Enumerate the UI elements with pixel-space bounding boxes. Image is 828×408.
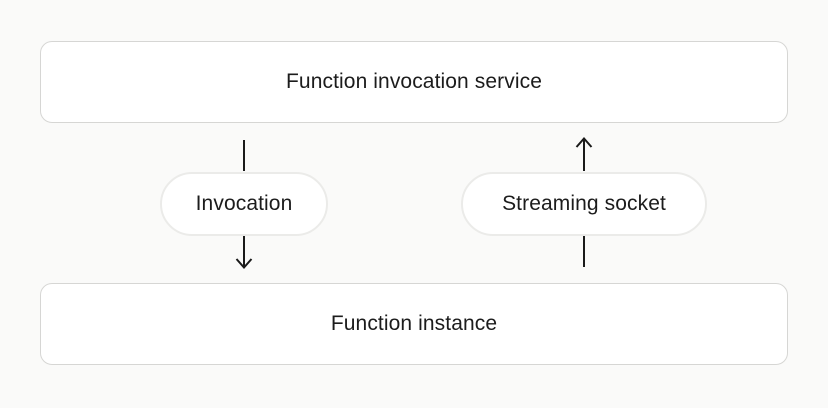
node-label: Function instance — [330, 312, 498, 335]
node-function-invocation-service: Function invocation service — [40, 41, 788, 123]
edge-label-text: Streaming socket — [502, 192, 666, 215]
node-function-instance: Function instance — [40, 283, 788, 365]
node-label: Function invocation service — [286, 70, 542, 93]
edge-label-invocation: Invocation — [160, 172, 328, 236]
edge-label-text: Invocation — [195, 192, 293, 215]
edge-label-streaming-socket: Streaming socket — [461, 172, 707, 236]
